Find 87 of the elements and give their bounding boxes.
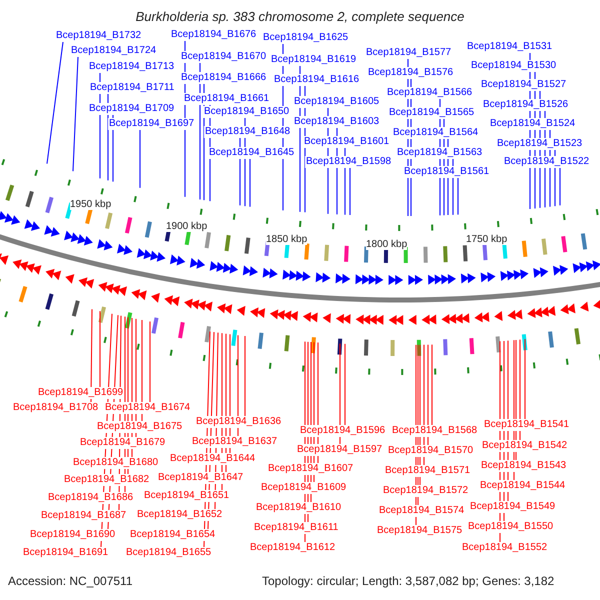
- gene-label: Bcep18194_B1542: [481, 440, 568, 452]
- gene-label: Bcep18194_B1563: [396, 147, 484, 159]
- gene-label: Bcep18194_B1530: [470, 60, 558, 72]
- gene-label: Bcep18194_B1544: [479, 480, 566, 492]
- leader-line: [244, 336, 246, 416]
- gene-label: Bcep18194_B1647: [157, 472, 244, 484]
- gene-label: Bcep18194_B1543: [480, 460, 568, 472]
- gene-label: Bcep18194_B1666: [180, 72, 268, 84]
- gene-label: Bcep18194_B1549: [469, 501, 556, 513]
- gene-label: Bcep18194_B1574: [378, 505, 466, 517]
- gene-label: Bcep18194_B1552: [461, 542, 548, 554]
- gene-label: Bcep18194_B1648: [204, 126, 292, 138]
- gene-label: Bcep18194_B1596: [299, 425, 386, 437]
- gene-label: Bcep18194_B1598: [305, 156, 392, 168]
- gene-label: Bcep18194_B1564: [392, 127, 480, 139]
- gene-label: Bcep18194_B1636: [195, 416, 282, 428]
- gene-label: Bcep18194_B1679: [79, 437, 166, 449]
- gene-label: Bcep18194_B1650: [203, 106, 290, 118]
- gene-label: Bcep18194_B1566: [386, 87, 474, 99]
- gene-label: Bcep18194_B1680: [72, 457, 160, 469]
- gene-label: Bcep18194_B1732: [55, 30, 142, 42]
- gene-label: Bcep18194_B1687: [40, 510, 128, 522]
- gene-label: Bcep18194_B1682: [63, 474, 150, 486]
- gene-label: Bcep18194_B1655: [125, 547, 212, 559]
- gene-label: Bcep18194_B1691: [22, 547, 110, 559]
- gene-label: Bcep18194_B1607: [267, 463, 354, 475]
- scale-label: 1950 kbp: [70, 199, 112, 210]
- gene-label: Bcep18194_B1561: [403, 166, 490, 178]
- gene-label: Bcep18194_B1550: [467, 521, 554, 533]
- gene-label: Bcep18194_B1576: [367, 67, 454, 79]
- scale-label: 1800 kbp: [366, 239, 408, 250]
- gene-label: Bcep18194_B1541: [483, 419, 570, 431]
- gene-label: Bcep18194_B1711: [89, 82, 176, 94]
- gene-label: Bcep18194_B1619: [270, 54, 358, 66]
- gene-label: Bcep18194_B1565: [388, 107, 476, 119]
- gene-label: Bcep18194_B1724: [70, 45, 158, 57]
- gene-label: Bcep18194_B1709: [88, 103, 176, 115]
- gene-label: Bcep18194_B1686: [47, 492, 134, 504]
- gene-label: Bcep18194_B1597: [296, 444, 384, 456]
- gene-label: Bcep18194_B1610: [255, 502, 342, 514]
- gene-label: Bcep18194_B1651: [143, 490, 230, 502]
- gene-label: Bcep18194_B1524: [489, 118, 576, 130]
- gene-label: Bcep18194_B1625: [262, 32, 350, 44]
- gene-label: Bcep18194_B1708: [12, 402, 100, 414]
- gene-label: Bcep18194_B1571: [384, 465, 472, 477]
- gene-label: Bcep18194_B1603: [293, 116, 380, 128]
- gene-label: Bcep18194_B1713: [88, 61, 176, 73]
- footer-note: Accession: NC_007511: [8, 575, 133, 588]
- scale-label: 1850 kbp: [266, 234, 308, 245]
- gene-label: Bcep18194_B1674: [104, 402, 192, 414]
- leader-line: [72, 56, 78, 172]
- gene-label: Bcep18194_B1531: [466, 41, 554, 53]
- gene-label: Bcep18194_B1637: [191, 436, 278, 448]
- gene-label: Bcep18194_B1612: [249, 542, 336, 554]
- gene-label: Bcep18194_B1523: [496, 138, 584, 150]
- gene-label: Bcep18194_B1526: [482, 99, 570, 111]
- gene-label: Bcep18194_B1697: [108, 118, 196, 130]
- gene-label: Bcep18194_B1675: [96, 421, 184, 433]
- gene-label: Bcep18194_B1645: [208, 147, 296, 159]
- map-title: Burkholderia sp. 383 chromosome 2, complete sequence: [136, 9, 464, 24]
- gene-label: Bcep18194_B1699: [37, 387, 124, 399]
- gene-label: Bcep18194_B1577: [365, 47, 452, 59]
- leader-line: [524, 338, 526, 420]
- gene-label: Bcep18194_B1690: [29, 529, 116, 541]
- gene-label: Bcep18194_B1605: [293, 96, 380, 108]
- gene-label: Bcep18194_B1570: [387, 445, 474, 457]
- gene-label: Bcep18194_B1676: [170, 29, 258, 41]
- gene-label: Bcep18194_B1575: [376, 525, 464, 537]
- gene-label: Bcep18194_B1644: [169, 453, 256, 465]
- gene-label: Bcep18194_B1611: [253, 522, 340, 534]
- gene-label: Bcep18194_B1601: [303, 136, 390, 148]
- gene-label: Bcep18194_B1661: [183, 93, 270, 105]
- gene-label: Bcep18194_B1522: [503, 156, 590, 168]
- footer-note: Topology: circular; Length: 3,587,082 bp; Genes: 3,182: [262, 575, 554, 588]
- gene-label: Bcep18194_B1654: [129, 529, 216, 541]
- gene-label: Bcep18194_B1616: [273, 74, 360, 86]
- gene-label: Bcep18194_B1572: [382, 485, 470, 497]
- gene-label: Bcep18194_B1568: [391, 425, 478, 437]
- gene-label: Bcep18194_B1609: [260, 482, 348, 494]
- gene-label: Bcep18194_B1670: [180, 51, 268, 63]
- scale-label: 1900 kbp: [166, 221, 208, 232]
- scale-label: 1750 kbp: [466, 234, 508, 245]
- gene-label: Bcep18194_B1652: [136, 509, 224, 521]
- leader-line: [344, 343, 346, 426]
- leader-line: [90, 308, 92, 402]
- leader-line: [46, 42, 64, 164]
- gene-label: Bcep18194_B1527: [480, 79, 568, 91]
